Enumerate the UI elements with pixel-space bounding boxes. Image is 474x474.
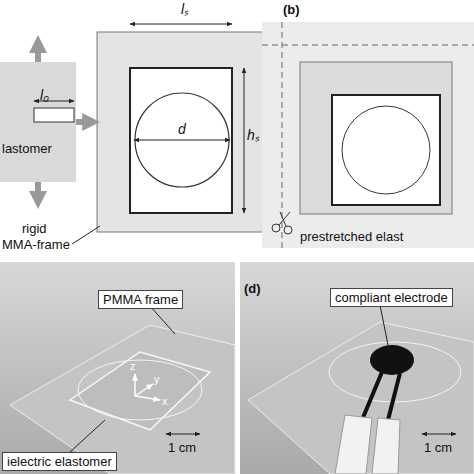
node-text: hₛ [247, 128, 259, 142]
frame-window [70, 352, 210, 430]
prestretched-sheet [262, 22, 474, 248]
circle-outline [342, 106, 430, 194]
label-text: compliant electrode [330, 288, 453, 307]
dimension-line [244, 68, 245, 213]
pmma-frame [97, 32, 265, 232]
photo-panel [0, 262, 235, 474]
dimension-line [130, 24, 232, 25]
photo-panel [240, 262, 474, 474]
contact-tape [372, 418, 400, 474]
label-text: z [130, 361, 136, 372]
node-text: l₀ [40, 88, 49, 102]
elastomer-sheet: l₀ lastomer [0, 62, 76, 182]
sample-rect [34, 108, 74, 122]
leader-line [70, 420, 105, 452]
circle-outline [134, 92, 230, 188]
label-text: rigid [22, 222, 47, 235]
node-text: d [178, 122, 186, 136]
frame-box: lₛhₛd [97, 32, 265, 232]
leader-line [150, 306, 175, 334]
scale-bar [166, 434, 200, 435]
scale-bar [422, 434, 456, 435]
node-text: lastomer [2, 142, 52, 155]
stretch-arrow [35, 44, 41, 62]
dimension-line [134, 140, 230, 141]
electrode-lead [362, 372, 400, 420]
label-text: MMA-frame [2, 238, 70, 251]
label-text: (d) [244, 282, 261, 295]
circle-area: d [134, 92, 230, 188]
label-text: ielectric elastomer [2, 452, 117, 471]
label-text: y [154, 374, 160, 385]
pmma-plate [248, 322, 474, 474]
axis-arrow [135, 396, 160, 400]
leader-line [72, 226, 100, 244]
compliant-electrode [370, 345, 414, 375]
stretch-arrow [35, 182, 41, 200]
cut-line [262, 45, 474, 46]
contact-tape [335, 415, 372, 474]
label-text: PMMA frame [98, 290, 183, 309]
node-text: lₛ [181, 2, 188, 16]
leader-line [380, 305, 388, 345]
scissors [272, 212, 292, 234]
label-text: x [162, 396, 168, 407]
label-text: 1 cm [168, 441, 196, 454]
frame-window [130, 68, 232, 213]
axis-arrow [135, 384, 153, 396]
label-text: (b) [283, 3, 300, 16]
axis-arrow [134, 374, 136, 396]
label-text: 1 cm [424, 441, 452, 454]
cut-line [282, 22, 283, 248]
elastomer-circle [78, 360, 202, 420]
label-text: prestretched elast [300, 230, 403, 243]
circle-outline [135, 93, 229, 187]
dimension-line [34, 101, 74, 102]
frame-window [332, 95, 440, 205]
pmma-frame [300, 62, 452, 214]
stretch-arrow [76, 119, 93, 125]
